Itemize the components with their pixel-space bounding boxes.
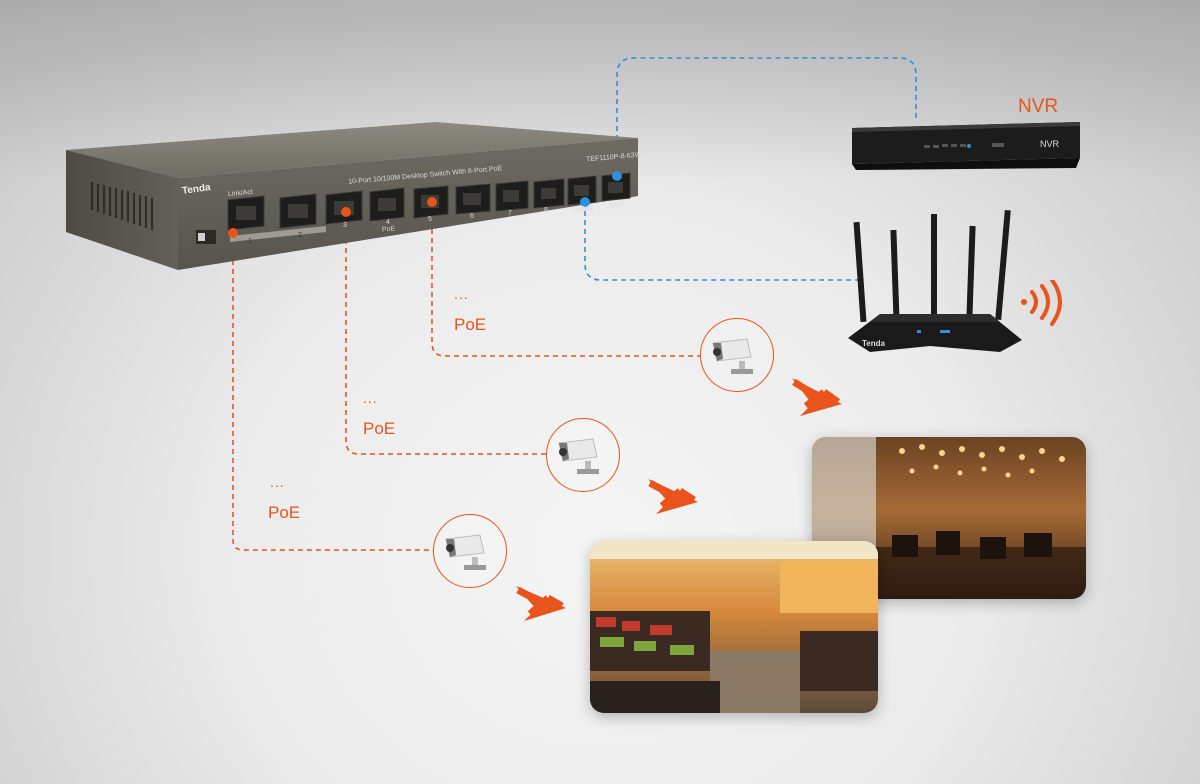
poe-line-2: [345, 212, 547, 455]
arrow-head: [648, 479, 698, 514]
poe-label-1: PoE: [268, 503, 301, 522]
cctv-camera-icon: [445, 534, 486, 570]
port-number-3: 3: [343, 222, 347, 229]
poe-label-3: PoE: [454, 315, 487, 334]
port-number-2: 2: [298, 232, 302, 239]
wifi-signal-icon: [1021, 280, 1062, 326]
supermarket-photo: [590, 541, 878, 713]
camera-circle-1: [433, 514, 507, 588]
port-number-7: 7: [508, 210, 512, 217]
cctv-camera-icon: [712, 338, 753, 374]
nvr-device-text: NVR: [1040, 139, 1060, 149]
poe-dots-1: ...: [270, 474, 285, 490]
uplink-line: [584, 202, 860, 281]
poe-line-1: [232, 233, 434, 551]
camera-circle-3: [700, 318, 774, 392]
arrow-head: [516, 586, 566, 621]
router-brand: Tenda: [862, 339, 885, 348]
nvr-label: NVR: [1018, 96, 1059, 117]
port-number-5: 5: [428, 216, 432, 223]
port-number-8: 8: [544, 207, 548, 214]
arrow-head: [792, 378, 842, 416]
poe-label-2: PoE: [363, 419, 396, 438]
cctv-camera-icon: [558, 438, 599, 474]
port-number-4: 4: [386, 219, 390, 226]
supermarket-scene-image: [590, 541, 878, 713]
camera-circle-2: [546, 418, 620, 492]
poe-dots-3: ...: [454, 286, 469, 302]
poe-dots-2: ...: [363, 390, 378, 406]
port-number-6: 6: [470, 213, 474, 220]
port-number-1: 1: [248, 238, 252, 245]
